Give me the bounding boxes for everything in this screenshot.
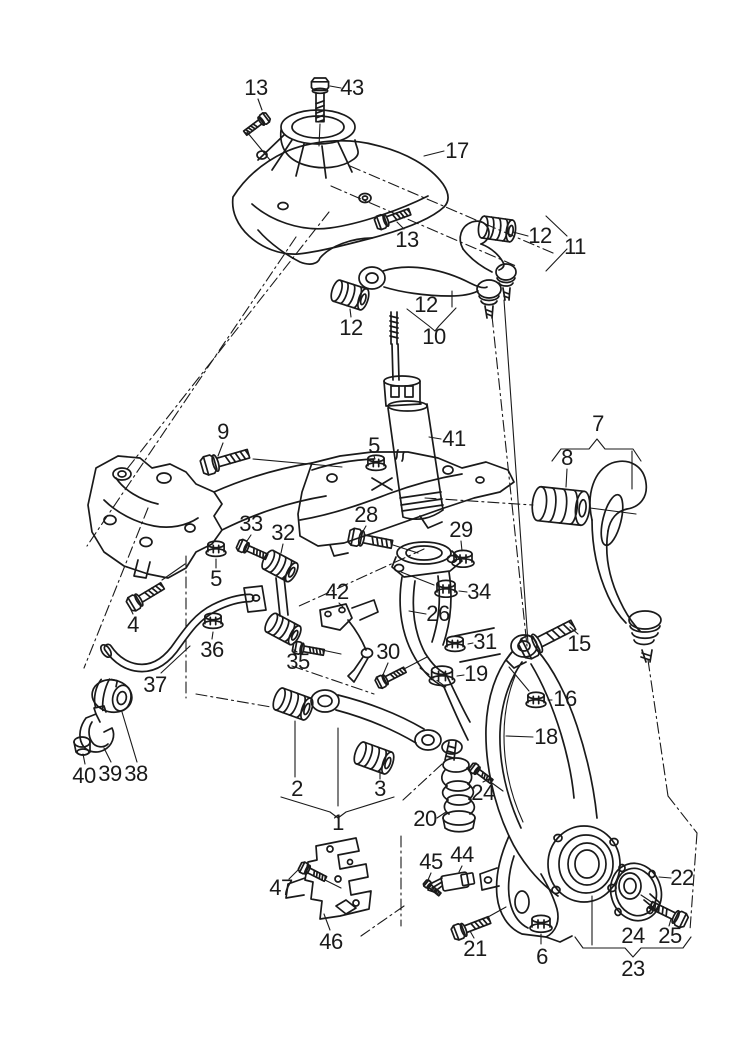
stabilizer-bushing-clamp (74, 676, 135, 755)
speed-sensor (428, 871, 475, 892)
callout-22-46: 22 (670, 865, 694, 890)
strut-mount-part (233, 110, 448, 264)
callout-35-24: 35 (286, 649, 310, 674)
callout-3-36: 3 (374, 776, 386, 801)
group-brackets (281, 216, 691, 957)
callout-16-29: 16 (553, 686, 577, 711)
callout-24-39: 24 (471, 780, 495, 805)
callout-40-34: 40 (72, 763, 96, 788)
callout-28-16: 28 (354, 502, 378, 527)
callout-8-13: 8 (561, 445, 573, 470)
callout-9-10: 9 (217, 419, 229, 444)
callout-41-9: 41 (442, 426, 466, 451)
callout-23-49: 23 (621, 956, 645, 981)
callout-12-6: 12 (339, 315, 363, 340)
callout-18-30: 18 (534, 724, 558, 749)
stabilizer-link (261, 577, 305, 648)
callout-31-26: 31 (473, 629, 497, 654)
lower-arm-front (311, 690, 441, 750)
callout-12-4: 12 (528, 223, 552, 248)
subframe (88, 452, 514, 578)
callout-19-27: 19 (464, 661, 488, 686)
callout-26-19: 26 (426, 601, 450, 626)
callout-46-41: 46 (319, 929, 343, 954)
bushing-12-front (328, 277, 372, 313)
callout-5-20: 5 (210, 566, 222, 591)
bushing-8 (529, 484, 593, 528)
construction-lines (84, 166, 697, 936)
callout-29-17: 29 (449, 517, 473, 542)
callout-20-38: 20 (413, 806, 437, 831)
stabilizer-bar (99, 586, 266, 668)
callout-7-12: 7 (592, 411, 604, 436)
ball-joint (442, 742, 475, 832)
callout-13-0: 13 (244, 75, 268, 100)
callout-36-22: 36 (200, 637, 224, 662)
callout-25-48: 25 (658, 923, 682, 948)
leader-lines (83, 86, 671, 945)
bushing-12-rear (476, 214, 518, 244)
callout-37-31: 37 (143, 672, 167, 697)
lower-control-arm-rear (590, 461, 661, 662)
callout-38-32: 38 (124, 761, 148, 786)
callout-42-23: 42 (325, 579, 349, 604)
upper-control-arm-front (359, 267, 528, 643)
callout-6-45: 6 (536, 944, 548, 969)
callout-43-1: 43 (340, 75, 364, 100)
callout-13-3: 13 (395, 227, 419, 252)
callout-4-21: 4 (127, 612, 139, 637)
callout-34-18: 34 (467, 579, 491, 604)
callout-1-37: 1 (332, 810, 344, 835)
callout-2-35: 2 (291, 776, 303, 801)
callout-12-7: 12 (414, 292, 438, 317)
ride-height-sensor (320, 600, 378, 682)
callout-24-47: 24 (621, 923, 645, 948)
bushing-2 (269, 685, 317, 723)
callout-33-14: 33 (239, 511, 263, 536)
callout-47-40: 47 (269, 875, 293, 900)
callout-10-8: 10 (422, 324, 446, 349)
callout-21-44: 21 (463, 936, 487, 961)
callout-39-33: 39 (98, 761, 122, 786)
callout-5-11: 5 (368, 433, 380, 458)
retaining-bracket (286, 838, 371, 919)
callout-45-42: 45 (419, 849, 443, 874)
callout-44-43: 44 (450, 842, 474, 867)
callout-11-5: 11 (564, 234, 586, 259)
callout-32-15: 32 (271, 520, 295, 545)
callout-17-2: 17 (445, 138, 469, 163)
bushing-3 (350, 739, 398, 777)
steering-knuckle (480, 635, 620, 942)
callout-15-28: 15 (567, 631, 591, 656)
callout-30-25: 30 (376, 639, 400, 664)
